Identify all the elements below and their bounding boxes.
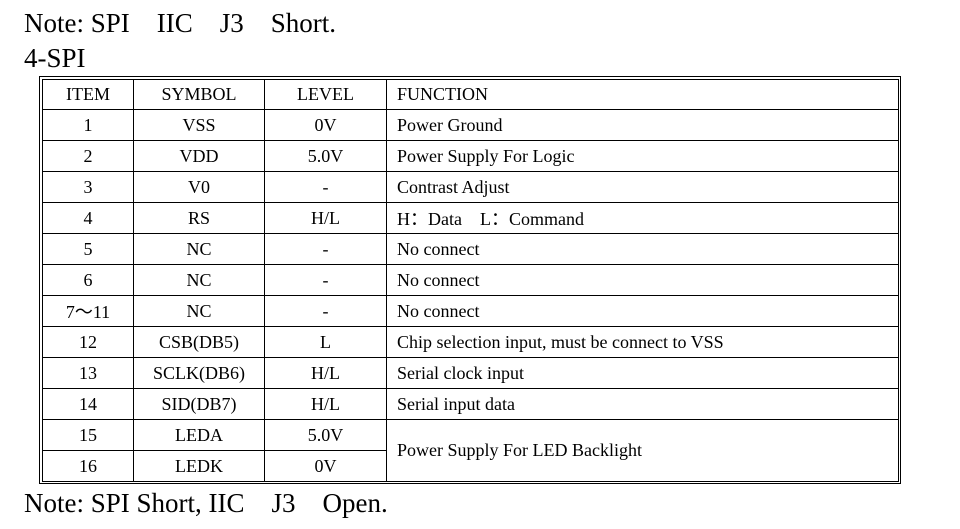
cell-level: 5.0V	[264, 419, 387, 451]
cell-symbol: NC	[133, 264, 265, 296]
header-item: ITEM	[42, 79, 134, 110]
table-row: 2 VDD 5.0V Power Supply For Logic	[42, 140, 899, 172]
cell-symbol: LEDA	[133, 419, 265, 451]
pin-table: ITEM SYMBOL LEVEL FUNCTION 1 VSS 0V Powe…	[42, 79, 899, 482]
cell-symbol: NC	[133, 233, 265, 265]
cell-function: No connect	[386, 264, 899, 296]
cell-symbol: VDD	[133, 140, 265, 172]
cell-symbol: SCLK(DB6)	[133, 357, 265, 389]
cell-function: Chip selection input, must be connect to…	[386, 326, 899, 358]
table-row: 1 VSS 0V Power Ground	[42, 109, 899, 141]
cell-function-merged: Power Supply For LED Backlight	[386, 419, 899, 482]
cell-function: Power Ground	[386, 109, 899, 141]
table-row: 4 RS H/L H：Data L：Command	[42, 202, 899, 234]
cell-item: 6	[42, 264, 134, 296]
cell-symbol: LEDK	[133, 450, 265, 482]
section-heading: 4-SPI	[24, 43, 86, 73]
table-row: 6 NC - No connect	[42, 264, 899, 296]
table-row: 7～11 NC - No connect	[42, 295, 899, 327]
header-symbol: SYMBOL	[133, 79, 265, 110]
cell-item: 13	[42, 357, 134, 389]
table-row: 15 LEDA 5.0V Power Supply For LED Backli…	[42, 419, 899, 482]
cell-level: -	[264, 171, 387, 203]
cell-symbol: VSS	[133, 109, 265, 141]
note-top: Note: SPI IIC J3 Short.	[24, 8, 337, 38]
header-function: FUNCTION	[386, 79, 899, 110]
cell-function: Serial clock input	[386, 357, 899, 389]
cell-item: 15	[42, 419, 134, 451]
cell-function: H：Data L：Command	[386, 202, 899, 234]
table-header-row: ITEM SYMBOL LEVEL FUNCTION	[42, 79, 899, 110]
cell-symbol: V0	[133, 171, 265, 203]
cell-item: 12	[42, 326, 134, 358]
pin-table-frame: ITEM SYMBOL LEVEL FUNCTION 1 VSS 0V Powe…	[39, 76, 901, 484]
cell-item: 4	[42, 202, 134, 234]
cell-function: No connect	[386, 295, 899, 327]
cell-item: 2	[42, 140, 134, 172]
cell-function: Power Supply For Logic	[386, 140, 899, 172]
cell-item: 5	[42, 233, 134, 265]
cell-symbol: RS	[133, 202, 265, 234]
table-row: 3 V0 - Contrast Adjust	[42, 171, 899, 203]
cell-level: L	[264, 326, 387, 358]
table-row: 14 SID(DB7) H/L Serial input data	[42, 388, 899, 420]
cell-item: 16	[42, 450, 134, 482]
cell-item: 3	[42, 171, 134, 203]
table-row: 12 CSB(DB5) L Chip selection input, must…	[42, 326, 899, 358]
table-row: 16 LEDK 0V	[42, 450, 899, 482]
note-bottom: Note: SPI Short, IIC J3 Open.	[24, 488, 388, 518]
cell-level: 0V	[264, 109, 387, 141]
cell-function: Contrast Adjust	[386, 171, 899, 203]
cell-function: Serial input data	[386, 388, 899, 420]
cell-level: -	[264, 233, 387, 265]
cell-level: H/L	[264, 357, 387, 389]
cell-level: -	[264, 264, 387, 296]
cell-level: H/L	[264, 388, 387, 420]
table-row: 5 NC - No connect	[42, 233, 899, 265]
cell-level: -	[264, 295, 387, 327]
cell-level: H/L	[264, 202, 387, 234]
cell-symbol: CSB(DB5)	[133, 326, 265, 358]
cell-function: No connect	[386, 233, 899, 265]
table-row: 13 SCLK(DB6) H/L Serial clock input	[42, 357, 899, 389]
header-level: LEVEL	[264, 79, 387, 110]
cell-item: 7～11	[42, 295, 134, 327]
cell-item: 1	[42, 109, 134, 141]
cell-symbol: SID(DB7)	[133, 388, 265, 420]
cell-symbol: NC	[133, 295, 265, 327]
cell-item: 14	[42, 388, 134, 420]
cell-level: 0V	[264, 450, 387, 482]
cell-level: 5.0V	[264, 140, 387, 172]
